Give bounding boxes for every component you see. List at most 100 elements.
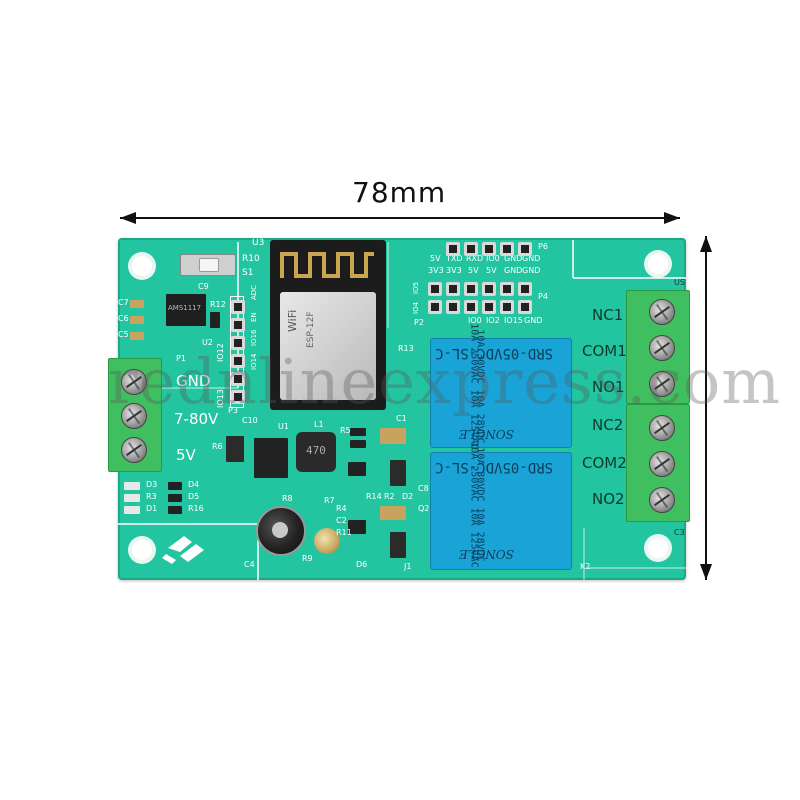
width-dimension-label: 78mm	[352, 176, 447, 209]
resistor-smd	[210, 312, 220, 328]
header-pin	[464, 300, 478, 314]
relay-k1: SRD-05VDC-SL-C 10A 250VAC 10A 125VAC 10A…	[430, 323, 572, 450]
relay-model: SRD-05VDC-SL-C	[435, 459, 554, 475]
header-designator: P2	[414, 318, 424, 327]
refdes-label: R7	[324, 496, 335, 505]
header-pin	[464, 242, 478, 256]
regulator-chip	[166, 294, 206, 326]
refdes-label: C2	[336, 516, 347, 525]
relay-brand: SONGLE	[459, 547, 514, 561]
header-pin	[231, 300, 245, 314]
module-text-wifi: WiFi	[286, 309, 299, 332]
module-text-model: ESP-12F	[306, 311, 316, 348]
refdes-label: R9	[302, 554, 313, 563]
led-smd	[124, 494, 140, 502]
header-pin	[446, 282, 460, 296]
refdes-label: Q2	[418, 504, 430, 513]
header-label: GND	[504, 266, 523, 275]
header-pin	[464, 282, 478, 296]
header-pin	[446, 300, 460, 314]
refdes-label: U3	[252, 238, 265, 248]
header-label: 5V	[468, 266, 479, 275]
header-pin	[518, 300, 532, 314]
refdes-label: P1	[176, 354, 186, 363]
diode-smd	[226, 436, 244, 462]
header-label: 3V3	[428, 266, 444, 275]
transistor-smd	[348, 520, 366, 534]
refdes-label: R10	[242, 254, 260, 264]
terminal-screw	[649, 335, 675, 361]
header-label: GND	[522, 266, 541, 275]
capacitor-smd	[380, 506, 406, 520]
resistor-smd	[168, 482, 182, 490]
resistor-smd	[350, 428, 366, 436]
refdes-label: P3	[228, 406, 238, 415]
refdes-label: D2	[402, 492, 414, 501]
header-pin	[518, 242, 532, 256]
top-pin-header: 5V TXD RXD IO0 GND GND 3V3 3V3 5V 5V GND…	[424, 240, 542, 330]
header-pin	[231, 354, 245, 368]
terminal-label-vin: 7-80V	[174, 410, 219, 428]
refdes-label: R12	[210, 300, 226, 309]
width-dimension-arrow	[120, 212, 680, 224]
terminal-label-gnd: GND	[176, 372, 211, 390]
header-label: RXD	[466, 254, 484, 263]
refdes-label: R6	[212, 442, 223, 451]
header-label: IO0	[486, 254, 500, 263]
header-pin	[518, 282, 532, 296]
refdes-label: L1	[314, 420, 324, 429]
terminal-screw	[121, 437, 147, 463]
header-pin	[428, 282, 442, 296]
refdes-label: D5	[188, 492, 200, 501]
module-shield: WiFi ESP-12F	[280, 292, 376, 400]
terminal-screw	[121, 369, 147, 395]
capacitor-smd	[130, 332, 144, 340]
push-button	[180, 254, 236, 276]
refdes-label: K2	[580, 562, 591, 571]
capacitor-smd	[130, 316, 144, 324]
header-pin	[446, 242, 460, 256]
header-designator: IO5	[412, 281, 420, 294]
header-designator: P4	[538, 292, 548, 301]
wifi-module: WiFi ESP-12F	[270, 240, 386, 410]
mounting-hole	[648, 254, 668, 274]
refdes-label: R14	[366, 492, 382, 501]
refdes-label: U2	[202, 338, 213, 347]
height-dimension-arrow	[700, 236, 712, 580]
resistor-smd	[168, 506, 182, 514]
capacitor-smd	[130, 300, 144, 308]
relay-k2: SRD-05VDC-SL-C 10A 250VAC 10A 125VAC 10A…	[430, 441, 572, 570]
refdes-label: R16	[188, 504, 204, 513]
refdes-label: C3	[674, 528, 685, 537]
header-label: IO2	[486, 316, 500, 325]
side-pin-header	[230, 296, 244, 408]
resistor-smd	[350, 440, 366, 448]
side-pin-label: EN	[250, 312, 258, 322]
relay-rating: 10A 30VDC 10A 28VDC	[474, 447, 486, 562]
header-label: GND	[522, 254, 541, 263]
side-pin-label: IO16	[250, 329, 258, 346]
header-label: 3V3	[446, 266, 462, 275]
refdes-label: C5	[118, 330, 129, 339]
capacitor-smd	[380, 428, 406, 444]
terminal-label-nc1: NC1	[592, 306, 624, 324]
led-smd	[124, 482, 140, 490]
header-pin	[500, 242, 514, 256]
terminal-screw	[649, 415, 675, 441]
refdes-label: R8	[282, 494, 293, 503]
antenna-trace	[280, 252, 374, 278]
header-pin	[231, 336, 245, 350]
terminal-screw	[121, 403, 147, 429]
transistor-smd	[348, 462, 366, 476]
refdes-label: R11	[336, 528, 352, 537]
ic-chip	[254, 438, 288, 478]
header-designator: P6	[538, 242, 548, 251]
header-label: IO15	[504, 316, 523, 325]
inductor-code: 470	[306, 444, 326, 457]
refdes-label: C10	[242, 416, 258, 425]
refdes-label: R2	[384, 492, 395, 501]
refdes-label: U1	[278, 422, 289, 431]
header-label: IO0	[468, 316, 482, 325]
resistor-smd	[168, 494, 182, 502]
terminal-label-nc2: NC2	[592, 416, 624, 434]
